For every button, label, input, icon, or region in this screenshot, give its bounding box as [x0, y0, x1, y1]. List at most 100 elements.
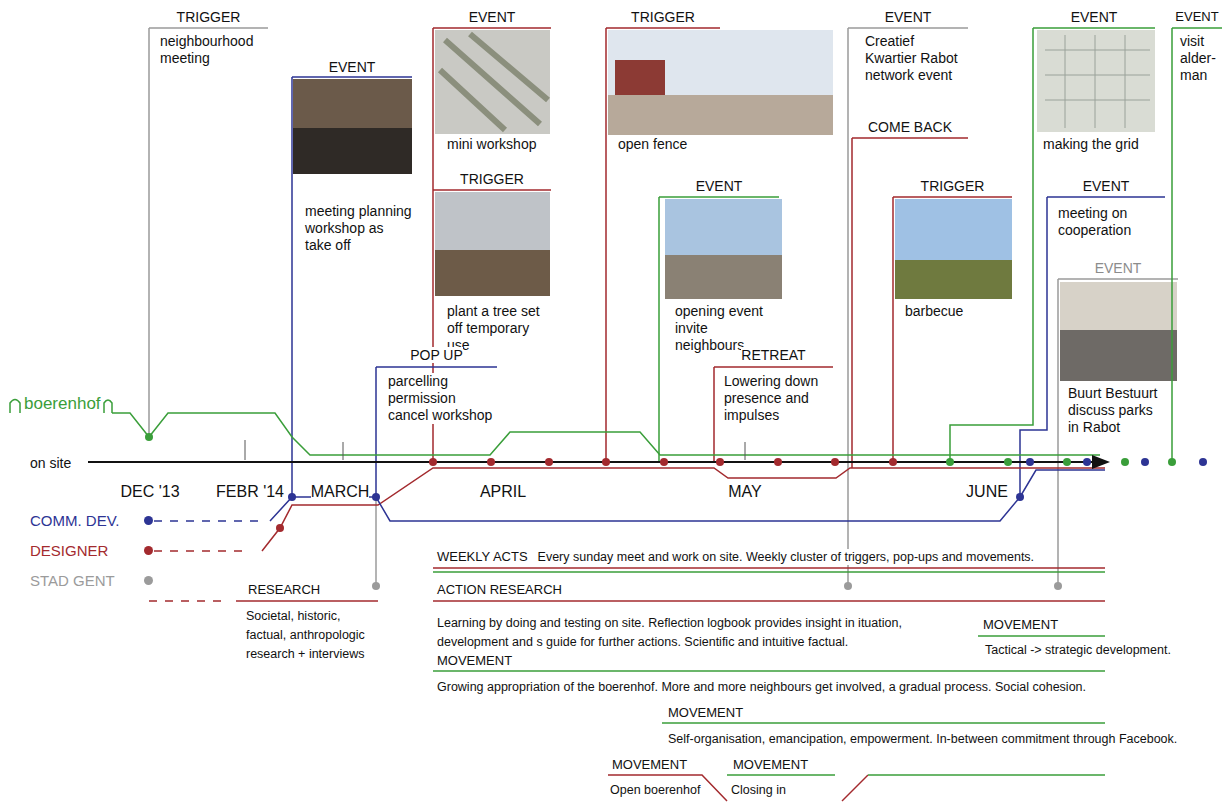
event-flag: EVENTvisit alder- man: [1172, 9, 1222, 84]
phase-heading: MOVEMENT: [668, 705, 743, 721]
timeline-dot: [602, 458, 610, 466]
flag-line: [848, 28, 968, 586]
phase-heading: TRIGGER: [177, 9, 241, 25]
comeback-flag: COME BACK: [852, 119, 968, 135]
band-line: [433, 600, 1105, 602]
flag-line: [292, 77, 412, 497]
phase-description: barbecue: [905, 303, 963, 320]
band-line: [868, 774, 1105, 776]
phase-description: Self-organisation, emancipation, empower…: [668, 731, 1177, 747]
legend-label: STAD GENT: [30, 572, 115, 590]
retreat-flag: RETREATLowering down presence and impuls…: [714, 347, 833, 424]
phase-heading: MOVEMENT: [437, 653, 512, 669]
phase-heading: TRIGGER: [631, 9, 695, 25]
flag-line: [893, 197, 1012, 462]
movement-band: MOVEMENT Growing appropriation of the boe…: [433, 653, 1105, 695]
phase-description: visit alder- man: [1180, 33, 1220, 84]
legend-label: DESIGNER: [30, 542, 108, 560]
photo-detail: [1045, 35, 1150, 128]
legend-swatch: [144, 516, 153, 525]
phase-description: making the grid: [1043, 136, 1139, 153]
movement-band: MOVEMENTClosing in: [727, 757, 835, 798]
phase-description: Tactical -> strategic development.: [985, 642, 1171, 658]
phase-description: meeting on cooperation: [1058, 205, 1165, 239]
phase-description: Creatief Kwartier Rabot network event: [865, 33, 968, 84]
phase-heading: ACTION RESEARCH: [437, 582, 562, 598]
phase-heading: MOVEMENT: [983, 617, 1058, 633]
timeline-dot: [372, 493, 380, 501]
legend-row: STAD GENT: [0, 572, 160, 590]
flag-line: [606, 28, 720, 462]
phase-description: Open boerenhof: [610, 782, 700, 798]
flag-line: [1058, 279, 1178, 586]
month-label: FEBR '14: [216, 483, 284, 501]
event-flag: EVENTopening event invite neighbours: [659, 178, 779, 354]
band-line: [727, 774, 835, 776]
phase-heading: RESEARCH: [248, 582, 320, 598]
weekly-band: WEEKLY ACTSEvery sunday meet and work on…: [433, 549, 1105, 565]
timeline-dot: [487, 458, 495, 466]
legend-swatch: [144, 576, 153, 585]
flag-line: [714, 367, 833, 462]
house-icon: [10, 400, 20, 414]
phase-heading: EVENT: [1071, 9, 1118, 25]
timeline-dot: [1141, 458, 1149, 466]
movement-band: MOVEMENT Open boerenhof: [608, 757, 702, 798]
timeline-dot: [1168, 458, 1176, 466]
track-name: boerenhof: [24, 395, 101, 413]
phase-heading: RETREAT: [741, 347, 805, 363]
timeline-dot: [844, 582, 852, 590]
phase-description: Growing appropriation of the boerenhof. …: [437, 679, 1086, 695]
event-flag: EVENTmini workshop: [433, 9, 551, 153]
legend-row: COMM. DEV.: [0, 512, 160, 530]
movement-band: MOVEMENTTactical -> strategic developmen…: [978, 617, 1105, 658]
timeline-dot: [716, 458, 724, 466]
track-lines: [10, 400, 1110, 602]
phase-heading: POP UP: [410, 347, 463, 363]
photo-detail: [435, 250, 550, 296]
band-line: [433, 567, 1105, 569]
photo-detail: [293, 128, 412, 174]
phase-heading: EVENT: [885, 9, 932, 25]
timeline-dot: [288, 493, 296, 501]
boerenhof-track: [112, 413, 1100, 455]
phase-description: Closing in: [731, 782, 786, 798]
flag-line: [1172, 28, 1222, 462]
axis-arrowhead: [1092, 455, 1110, 469]
photo: [1037, 30, 1155, 132]
trigger-flag: TRIGGERneighbourhood meeting: [149, 9, 268, 67]
phase-heading: MOVEMENT: [612, 757, 687, 773]
band-line: [842, 775, 868, 801]
time-axis: [88, 461, 1095, 463]
timeline-dot: [831, 458, 839, 466]
photo: [665, 199, 782, 299]
trigger-flag: TRIGGER barbecue: [893, 178, 1012, 320]
event-flag: EVENTmeeting on cooperation: [1047, 178, 1165, 239]
legend-swatch: [144, 546, 153, 555]
month-label: MARCH: [311, 483, 370, 501]
timeline-dot: [946, 458, 954, 466]
photo: [293, 79, 412, 174]
research-band: RESEARCHSocietal, historic, factual, ant…: [236, 582, 378, 664]
timeline-dot: [889, 458, 897, 466]
phase-description: Buurt Bestuurt discuss parks in Rabot: [1068, 385, 1164, 436]
timeline-dot: [145, 433, 153, 441]
photo: [608, 30, 833, 135]
timeline-dot: [429, 458, 437, 466]
photo: [895, 199, 1012, 299]
band-line: [433, 670, 1105, 672]
event-flag: EVENTBuurt Bestuurt discuss parks in Rab…: [1058, 260, 1178, 436]
phase-description: Learning by doing and testing on site. R…: [437, 614, 972, 652]
band-line: [433, 571, 1105, 573]
community-dashed: [154, 520, 265, 522]
phase-heading: TRIGGER: [921, 178, 985, 194]
event-flag: EVENTmeeting planning workshop as take o…: [292, 59, 412, 254]
event-flag: EVENT Creatief Kwartier Rabot network eve…: [848, 9, 968, 84]
popup-flag: POP UPparcelling permission cancel works…: [376, 347, 497, 424]
photo-detail: [665, 255, 782, 299]
photo-detail: [615, 60, 665, 95]
month-label: DEC '13: [120, 483, 179, 501]
photo: [435, 30, 550, 134]
axis-name: on site: [30, 454, 71, 472]
timeline-dot: [372, 582, 380, 590]
